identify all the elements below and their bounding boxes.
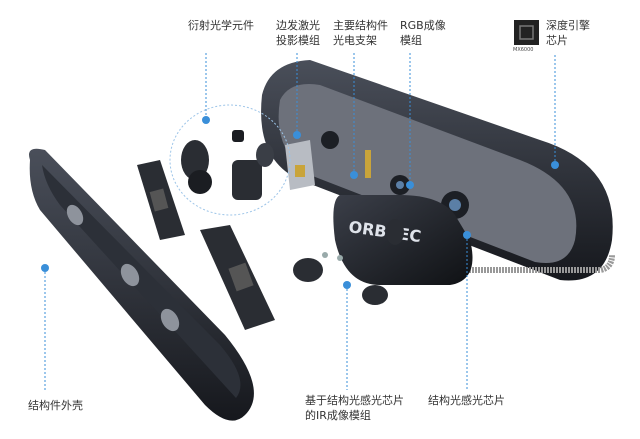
chip-caption: MX6000 [513, 47, 534, 53]
ir-lens-occluder [386, 219, 404, 245]
label-doe: 衍射光学元件 [188, 19, 254, 32]
optics-components [181, 130, 388, 305]
label-rgb-module: RGB成像 模组 [400, 19, 446, 47]
chip-icon [514, 20, 539, 45]
label-shell: 结构件外壳 [28, 399, 83, 412]
outer-shell [29, 148, 254, 421]
sensor-plates [137, 160, 275, 330]
callout-lines [44, 53, 556, 390]
main-housing [261, 60, 615, 281]
label-sensor: 结构光感光芯片 [428, 394, 505, 407]
label-bracket: 主要结构件 光电支架 [333, 19, 388, 47]
label-laser-projector: 边发激光 投影模组 [276, 19, 320, 47]
front-cover: ORBBEC [333, 195, 473, 285]
label-ir-module: 基于结构光感光芯片 的IR成像模组 [305, 394, 404, 422]
callout-dots [41, 116, 559, 289]
label-depth-chip: 深度引擎 芯片 [546, 19, 590, 47]
